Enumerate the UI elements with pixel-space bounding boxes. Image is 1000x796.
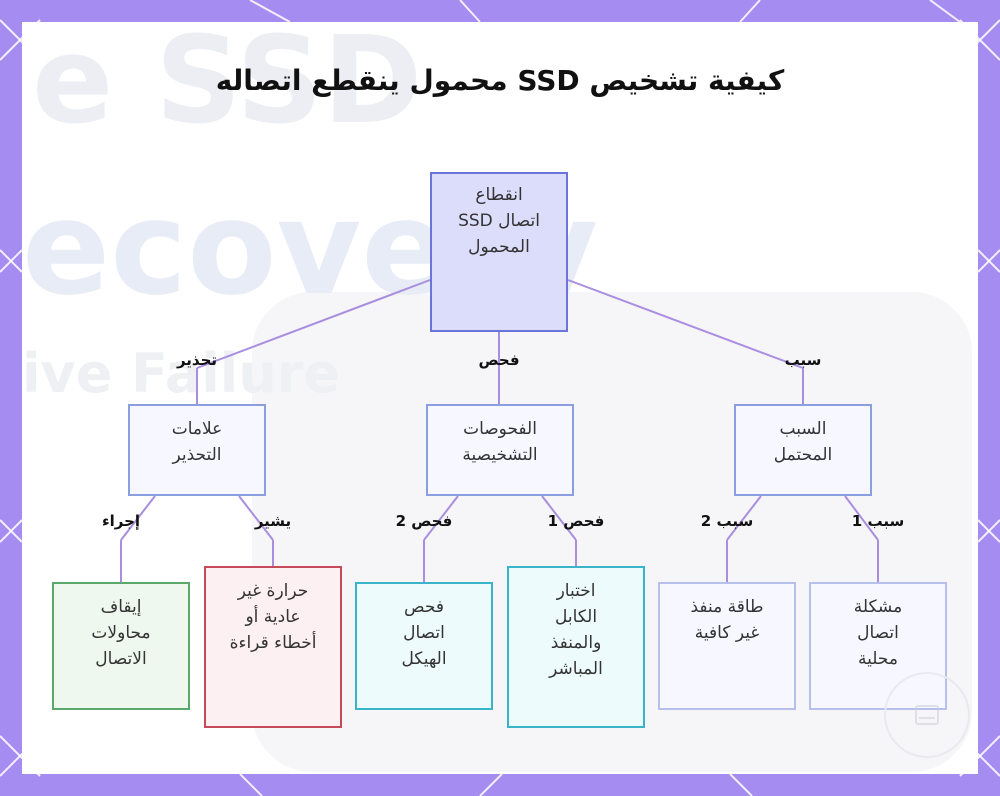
- edge-label-warning: تحذير: [176, 351, 218, 369]
- node-line: اختبار: [556, 581, 596, 601]
- node-line: المباشر: [549, 659, 603, 679]
- edge-label-diagnostics: فحص: [478, 351, 520, 369]
- insufficient-port-power-node: طاقة منفذ غير كافية: [658, 582, 796, 710]
- node-line: مشكلة: [853, 597, 903, 617]
- connector-warning-heat: [238, 495, 274, 541]
- connector-root-warning: [196, 279, 431, 369]
- node-line: غير كافية: [694, 623, 760, 643]
- node-line: اتصال: [857, 623, 899, 643]
- node-line: الهيكل: [401, 649, 447, 669]
- connector-root-cause: [567, 279, 804, 369]
- node-line: اتصال: [403, 623, 445, 643]
- node-line: الفحوصات: [463, 419, 537, 439]
- stop-connection-attempts-node: إيقاف محاولات الاتصال: [52, 582, 190, 710]
- background-text: e SSD: [32, 22, 423, 151]
- node-line: محاولات: [91, 623, 151, 643]
- diagram-title: كيفية تشخيص SSD محمول ينقطع اتصاله: [215, 64, 785, 97]
- connector-cause-local: [844, 495, 879, 541]
- node-line: اتصال SSD: [458, 211, 540, 231]
- node-line: المحمول: [468, 237, 530, 257]
- edge-label-check-2: فحص 2: [395, 512, 453, 530]
- node-line: عادية أو: [245, 607, 301, 627]
- node-line: الكابل: [554, 607, 598, 627]
- node-line: حرارة غير: [237, 581, 309, 601]
- drive-icon: [915, 705, 939, 725]
- edge-label-cause-1: سبب 1: [851, 512, 905, 530]
- node-line: التشخيصية: [462, 445, 538, 465]
- node-line: المحتمل: [773, 445, 833, 465]
- edge-label-check-1: فحص 1: [547, 512, 605, 530]
- node-line: علامات: [171, 419, 223, 439]
- abnormal-heat-node: حرارة غير عادية أو أخطاء قراءة: [204, 566, 342, 728]
- edge-label-action: إجراء: [101, 512, 141, 530]
- node-line: السبب: [779, 419, 827, 439]
- edge-label-indicates: يشير: [254, 512, 292, 530]
- node-line: طاقة منفذ: [690, 597, 764, 617]
- node-line: والمنفذ: [550, 633, 602, 653]
- cable-port-test-node: اختبار الكابل والمنفذ المباشر: [507, 566, 645, 728]
- edge-label-cause: سبب: [784, 351, 822, 369]
- node-line: أخطاء قراءة: [229, 633, 317, 653]
- edge-label-cause-2: سبب 2: [700, 512, 754, 530]
- node-line: محلية: [858, 649, 898, 669]
- connector-cause-power: [726, 495, 762, 541]
- watermark-logo-icon: [884, 672, 970, 758]
- connector-diag-chassis: [423, 495, 459, 541]
- chassis-connection-check-node: فحص اتصال الهيكل: [355, 582, 493, 710]
- connector-warning-stop: [120, 495, 156, 541]
- node-line: انقطاع: [475, 185, 523, 205]
- node-line: فحص: [404, 597, 444, 617]
- node-line: التحذير: [172, 445, 222, 465]
- connector-diag-cable: [541, 495, 577, 541]
- node-line: الاتصال: [95, 649, 147, 669]
- diagnostic-checks-node: الفحوصات التشخيصية: [426, 404, 574, 496]
- warning-signs-node: علامات التحذير: [128, 404, 266, 496]
- node-line: إيقاف: [100, 597, 142, 617]
- root-node: انقطاع اتصال SSD المحمول: [430, 172, 568, 332]
- probable-cause-node: السبب المحتمل: [734, 404, 872, 496]
- background-text: ive Failure: [22, 342, 341, 405]
